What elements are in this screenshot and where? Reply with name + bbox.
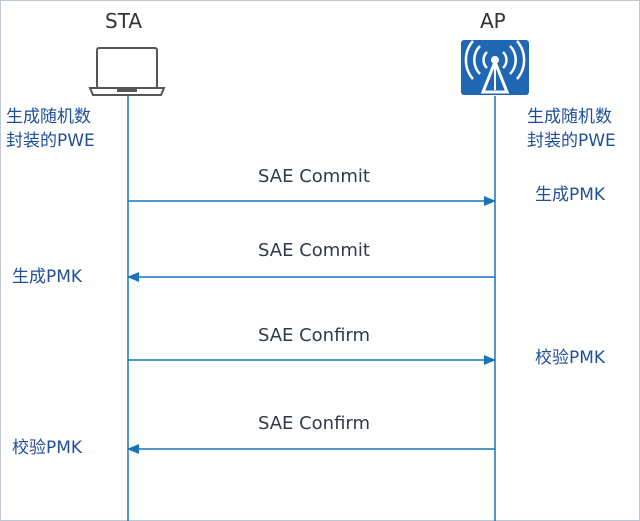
- sta-gen-pmk: 生成PMK: [12, 267, 83, 287]
- ap-note-line2: 封装的PWE: [527, 131, 616, 151]
- ap-title: AP: [480, 9, 506, 33]
- sta-verify-pmk: 校验PMK: [12, 438, 83, 458]
- ap-verify-pmk: 校验PMK: [535, 348, 606, 368]
- wireless-ap-icon: [461, 40, 529, 95]
- message-label: SAE Commit: [258, 240, 370, 261]
- message-label: SAE Confirm: [257, 325, 371, 346]
- sta-note-line2: 封装的PWE: [6, 131, 95, 151]
- ap-note-line1: 生成随机数: [527, 107, 612, 127]
- sta-title: STA: [105, 9, 143, 33]
- sta-note-line1: 生成随机数: [6, 107, 91, 127]
- laptop-icon: [88, 47, 166, 96]
- message-label: SAE Commit: [258, 166, 370, 187]
- message-label: SAE Confirm: [257, 413, 371, 434]
- ap-gen-pmk: 生成PMK: [535, 185, 606, 205]
